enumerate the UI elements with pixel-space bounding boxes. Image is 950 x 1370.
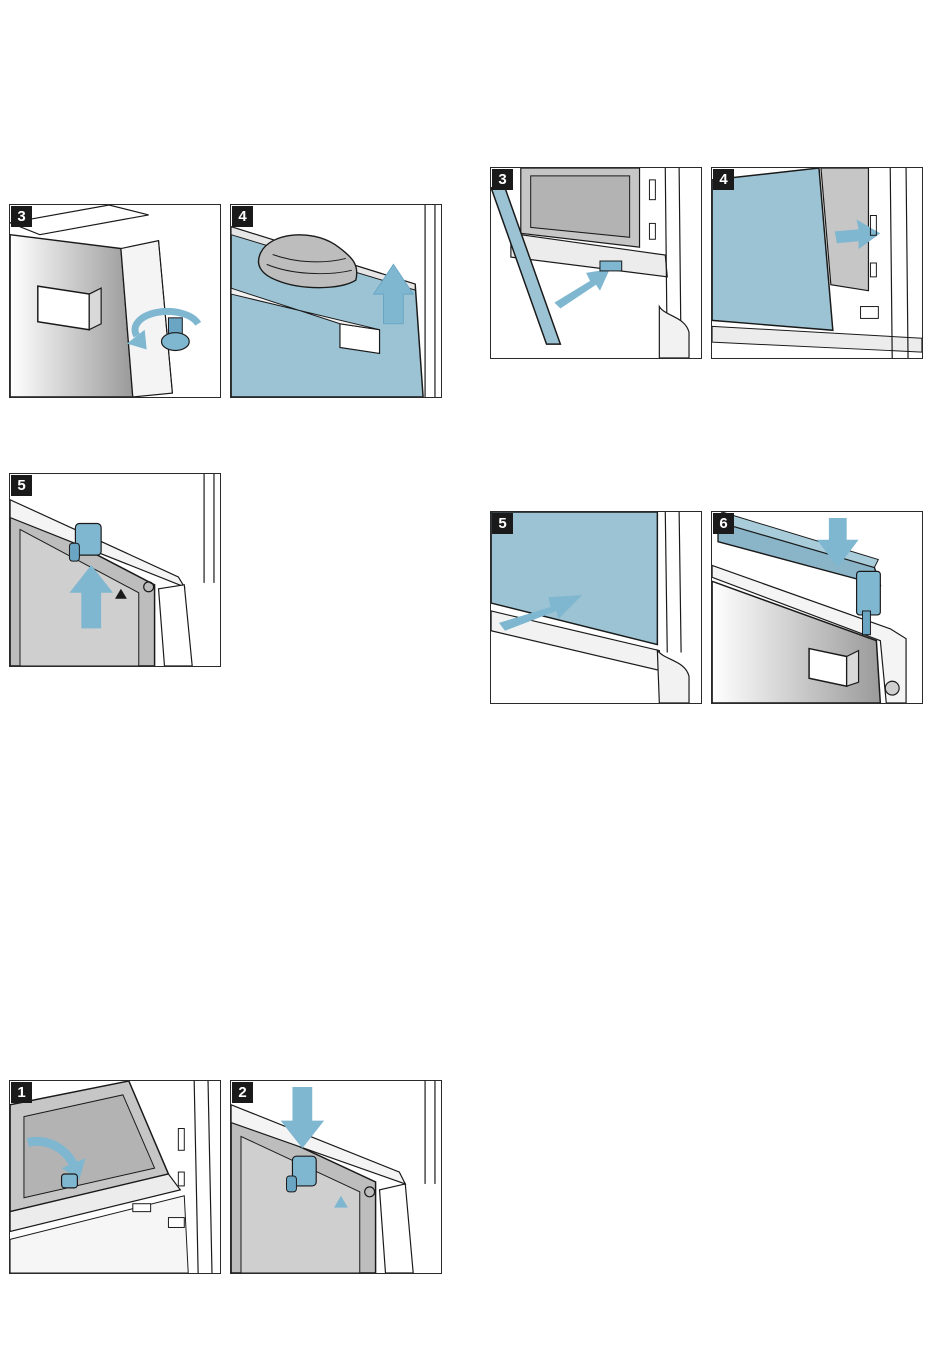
cover-attach-illustration [712,512,922,703]
figure-panel-left-step-3: 3 [9,204,221,398]
glass-cleaning-illustration [231,205,441,397]
clip-release-illustration [10,474,220,666]
glass-slide-in-illustration [712,168,922,358]
step-number-badge: 1 [11,1082,32,1103]
figure-panel-left-step-2: 2 [230,1080,442,1274]
figure-panel-left-step-1: 1 [9,1080,221,1274]
figure-panel-right-step-3: 3 [490,167,702,359]
handle-shape [38,286,89,330]
step-number-badge: 3 [492,169,513,190]
clip-press-illustration [231,1081,441,1273]
inner-glass-hinge-illustration [10,1081,220,1273]
step-number-badge: 4 [232,206,253,227]
figure-panel-right-step-5: 5 [490,511,702,704]
glass-push-illustration [491,512,701,703]
step-number-badge: 2 [232,1082,253,1103]
door-handle-removal-illustration [10,205,220,397]
step-number-badge: 3 [11,206,32,227]
figure-panel-right-step-6: 6 [711,511,923,704]
figure-panel-right-step-4: 4 [711,167,923,359]
glass-pane [712,168,833,330]
step-number-badge: 4 [713,169,734,190]
right-arrow-icon [554,269,609,309]
clip-icon [62,1174,78,1188]
figure-panel-left-step-4: 4 [230,204,442,398]
step-number-badge: 5 [11,475,32,496]
glass-insert-illustration [491,168,701,358]
figure-panel-left-step-5: 5 [9,473,221,667]
step-number-badge: 6 [713,513,734,534]
step-number-badge: 5 [492,513,513,534]
